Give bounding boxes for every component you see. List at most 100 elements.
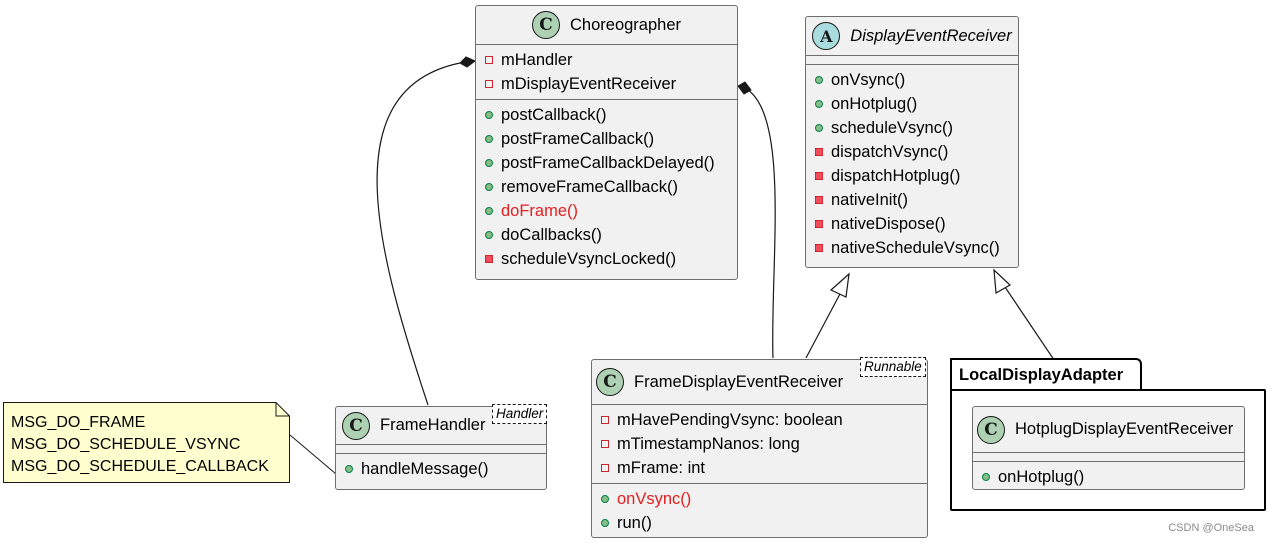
method-row: doFrame() (476, 199, 737, 223)
class-frame-display-event-receiver[interactable]: C FrameDisplayEventReceiver mHavePending… (591, 359, 928, 538)
method-row: dispatchVsync() (806, 140, 1018, 164)
stereotype-runnable: Runnable (860, 357, 926, 377)
class-name: Choreographer (570, 15, 681, 34)
method-name: nativeInit() (831, 190, 909, 209)
note-text: MSG_DO_FRAME MSG_DO_SCHEDULE_VSYNC MSG_D… (11, 412, 269, 478)
class-name: FrameHandler (380, 416, 486, 434)
field-row: mDisplayEventReceiver (476, 72, 737, 96)
class-header: A DisplayEventReceiver (806, 17, 1018, 56)
composition-diamond-handler (459, 56, 476, 68)
method-name: scheduleVsync() (831, 118, 953, 137)
private-method-icon (815, 220, 823, 228)
public-method-icon (601, 495, 609, 503)
method-name: postFrameCallbackDelayed() (501, 153, 715, 172)
note-line: MSG_DO_FRAME (11, 414, 146, 431)
private-field-icon (601, 416, 609, 424)
class-name: HotplugDisplayEventReceiver (1015, 420, 1234, 438)
method-name: postFrameCallback() (501, 129, 655, 148)
private-field-icon (485, 80, 493, 88)
method-name: scheduleVsyncLocked() (501, 249, 677, 268)
method-row: postFrameCallback() (476, 127, 737, 151)
public-method-icon (345, 465, 353, 473)
package-tab: LocalDisplayAdapter (950, 358, 1142, 390)
package-name: LocalDisplayAdapter (959, 365, 1124, 384)
abstract-badge-icon: A (812, 22, 841, 50)
note: MSG_DO_FRAME MSG_DO_SCHEDULE_VSYNC MSG_D… (3, 402, 290, 483)
method-name: run() (617, 513, 652, 532)
method-name: onHotplug() (831, 94, 918, 113)
private-field-icon (601, 440, 609, 448)
method-row: removeFrameCallback() (476, 175, 737, 199)
method-name-highlighted: doFrame() (501, 201, 579, 220)
private-field-icon (485, 56, 493, 64)
class-header: C HotplugDisplayEventReceiver (973, 407, 1244, 453)
fields-section: mHandler mDisplayEventReceiver (476, 45, 737, 100)
public-method-icon (485, 135, 493, 143)
public-method-icon (982, 473, 990, 481)
method-row: nativeInit() (806, 188, 1018, 212)
public-method-icon (601, 519, 609, 527)
private-method-icon (485, 255, 493, 263)
method-name: doCallbacks() (501, 225, 602, 244)
field-name: mHavePendingVsync: boolean (617, 410, 843, 429)
class-badge-icon: C (977, 415, 1005, 444)
composition-link-handler (376, 62, 461, 406)
public-method-icon (485, 207, 493, 215)
note-line: MSG_DO_SCHEDULE_CALLBACK (11, 458, 269, 475)
composition-diamond-receiver (737, 81, 752, 95)
class-name: FrameDisplayEventReceiver (634, 372, 844, 391)
method-row: scheduleVsyncLocked() (476, 247, 737, 271)
method-row: onHotplug() (806, 92, 1018, 116)
fields-section (973, 453, 1244, 462)
public-method-icon (485, 111, 493, 119)
private-method-icon (815, 196, 823, 204)
method-name: removeFrameCallback() (501, 177, 678, 196)
inheritance-arrow-frame (829, 272, 850, 298)
method-row: postCallback() (476, 103, 737, 127)
fields-section: mHavePendingVsync: boolean mTimestampNan… (592, 405, 927, 484)
class-badge-icon: C (596, 368, 624, 396)
class-display-event-receiver[interactable]: A DisplayEventReceiver onVsync() onHotpl… (805, 16, 1019, 268)
public-method-icon (485, 159, 493, 167)
field-row: mHavePendingVsync: boolean (592, 408, 927, 432)
fields-section (806, 56, 1018, 65)
class-hotplug-display-event-receiver[interactable]: C HotplugDisplayEventReceiver onHotplug(… (972, 406, 1245, 490)
class-name: DisplayEventReceiver (850, 26, 1012, 45)
field-row: mHandler (476, 48, 737, 72)
field-row: mTimestampNanos: long (592, 432, 927, 456)
field-name: mDisplayEventReceiver (501, 74, 677, 93)
method-name: onHotplug() (998, 467, 1085, 486)
public-method-icon (485, 231, 493, 239)
method-row: nativeDispose() (806, 212, 1018, 236)
methods-section: onVsync() onHotplug() scheduleVsync() di… (806, 65, 1018, 263)
method-row: dispatchHotplug() (806, 164, 1018, 188)
method-row: handleMessage() (336, 457, 546, 481)
class-choreographer[interactable]: C Choreographer mHandler mDisplayEventRe… (475, 5, 738, 280)
methods-section: handleMessage() (336, 454, 546, 484)
note-connector (289, 434, 337, 475)
method-row: run() (592, 511, 927, 535)
method-row: onVsync() (806, 68, 1018, 92)
method-row: onVsync() (592, 487, 927, 511)
class-badge-icon: C (532, 11, 560, 39)
watermark: CSDN @OneSea (1168, 522, 1254, 534)
methods-section: onVsync() run() (592, 484, 927, 538)
methods-section: onHotplug() (973, 462, 1244, 492)
composition-link-receiver (747, 89, 776, 359)
method-name-highlighted: onVsync() (617, 489, 692, 508)
class-frame-handler[interactable]: C FrameHandler handleMessage() (335, 406, 547, 490)
method-row: nativeScheduleVsync() (806, 236, 1018, 260)
method-name: handleMessage() (361, 459, 489, 478)
class-header: C FrameDisplayEventReceiver (592, 360, 927, 405)
inheritance-link-frame (805, 291, 842, 359)
public-method-icon (815, 76, 823, 84)
field-name: mHandler (501, 50, 573, 69)
private-field-icon (601, 464, 609, 472)
method-name: onVsync() (831, 70, 906, 89)
method-row: onHotplug() (973, 465, 1244, 489)
method-row: postFrameCallbackDelayed() (476, 151, 737, 175)
note-shape (3, 402, 290, 483)
method-name: nativeDispose() (831, 214, 946, 233)
stereotype-handler: Handler (492, 404, 548, 424)
public-method-icon (485, 183, 493, 191)
